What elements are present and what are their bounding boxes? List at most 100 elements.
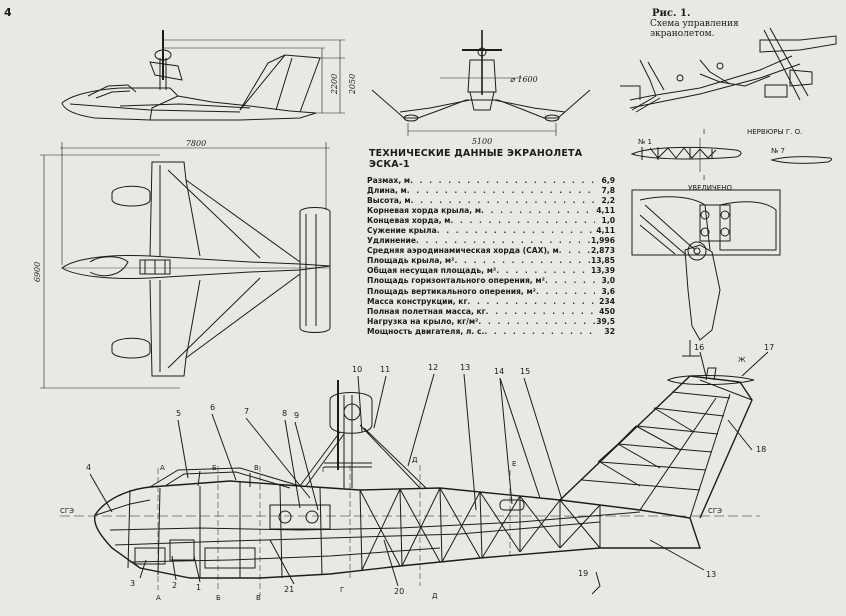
rib-roman-top: I — [703, 128, 705, 136]
callout-11: 11 — [380, 365, 390, 374]
spec-label: Концевая хорда, м — [367, 216, 451, 226]
callout-13-bottom: 13 — [706, 570, 716, 579]
rib-no-1: № 1 — [638, 138, 652, 146]
front-view — [371, 30, 591, 136]
spec-row: Площадь крыла, м² 13,85 — [367, 256, 615, 266]
spec-row: Мощность двигателя, л. с. 32 — [367, 327, 615, 337]
callout-21: 21 — [284, 585, 294, 594]
spec-label: Высота, м — [367, 196, 411, 206]
callout-9: 9 — [294, 411, 299, 420]
dim-front-width: 5100 — [472, 137, 492, 146]
spec-value: 450 — [599, 306, 615, 316]
spec-label: Сужение крыла — [367, 226, 437, 236]
section-a-top: А — [160, 464, 165, 472]
callout-20: 20 — [394, 587, 404, 596]
spec-value: 39,5 — [596, 316, 615, 326]
sge-label-left: СГЭ — [60, 507, 74, 515]
callout-17: 17 — [764, 343, 774, 352]
section-e-top: Е — [512, 460, 516, 468]
dim-top-length: 7800 — [186, 139, 206, 148]
spec-value: 4,11 — [596, 206, 615, 216]
callout-14: 14 — [494, 367, 504, 376]
spec-value: 7,8 — [601, 186, 615, 196]
callout-4: 4 — [86, 463, 91, 472]
top-view — [40, 142, 331, 389]
dim-side-height-1: 2200 — [330, 74, 339, 95]
dim-side-height-2: 2050 — [348, 74, 357, 95]
spec-label: Площадь горизонтального оперения, м² — [367, 276, 545, 286]
callout-6: 6 — [210, 403, 215, 412]
rib-no-7: № 7 — [771, 147, 785, 155]
spec-value: 3,6 — [601, 286, 615, 296]
callout-10: 10 — [352, 365, 362, 374]
callout-19: 19 — [578, 569, 588, 578]
section-b-top: Б — [212, 464, 217, 472]
spec-label: Масса конструкции, кг — [367, 296, 468, 306]
spec-label: Площадь вертикального оперения, м² — [367, 286, 536, 296]
side-view — [61, 30, 345, 121]
spec-row: Площадь вертикального оперения, м² 3,6 — [367, 287, 615, 297]
spec-label: Средняя аэродинамическая хорда (САХ), м — [367, 246, 559, 256]
ribs — [630, 138, 833, 172]
spec-value: 13,85 — [590, 256, 615, 266]
callout-2: 2 — [172, 581, 177, 590]
figure-caption-line2: экранолетом. — [650, 29, 715, 39]
control-scheme — [620, 27, 837, 113]
callout-3: 3 — [130, 579, 135, 588]
spec-row: Средняя аэродинамическая хорда (САХ), м 2… — [367, 246, 615, 256]
spec-label: Полная полетная масса, кг — [367, 306, 486, 316]
dim-top-span: 6900 — [33, 262, 42, 282]
spec-table-title: ТЕХНИЧЕСКИЕ ДАННЫЕ ЭКРАНОЛЕТА ЭСКА-1 — [369, 148, 583, 170]
spec-label: Площадь крыла, м² — [367, 256, 455, 266]
spec-row: Удлинение1,996 — [367, 236, 615, 246]
spec-value: 2,2 — [601, 196, 615, 206]
cutaway-view — [60, 351, 769, 596]
enlarged-detail — [631, 189, 781, 357]
ribs-header: НЕРВЮРЫ Г. О. — [747, 128, 802, 136]
spec-row: Длина, м 7,8 — [367, 186, 615, 196]
section-v-top: В — [254, 464, 259, 472]
spec-row: Масса конструкции, кг 234 — [367, 297, 615, 307]
section-v-bottom: В — [256, 594, 261, 602]
spec-row: Корневая хорда крыла, м4,11 — [367, 206, 615, 216]
spec-value: 2,873 — [590, 246, 615, 256]
spec-label: Нагрузка на крыло, кг/м² — [367, 316, 479, 326]
rib-roman-bottom: I — [703, 174, 705, 182]
spec-row: Размах, м6,9 — [367, 176, 615, 186]
spec-label: Мощность двигателя, л. с. — [367, 326, 485, 336]
spec-label: Общая несущая площадь, м² — [367, 266, 497, 276]
spec-row: Сужение крыла 4,11 — [367, 226, 615, 236]
spec-row: Нагрузка на крыло, кг/м² 39,5 — [367, 317, 615, 327]
spec-row: Площадь горизонтального оперения, м² 3,0 — [367, 276, 615, 286]
spec-value: 3,0 — [601, 276, 615, 286]
spec-row: Полная полетная масса, кг 450 — [367, 307, 615, 317]
callout-18: 18 — [756, 445, 766, 454]
section-d-top: Д — [412, 456, 418, 464]
callout-8: 8 — [282, 409, 287, 418]
callout-12: 12 — [428, 363, 438, 372]
dim-prop-diameter: ⌀ 1600 — [510, 75, 538, 84]
spec-value: 32 — [604, 326, 615, 336]
spec-table: ТЕХНИЧЕСКИЕ ДАННЫЕ ЭКРАНОЛЕТА ЭСКА-1 Раз… — [367, 148, 615, 337]
callout-7: 7 — [244, 407, 249, 416]
sge-label-right: СГЭ — [708, 507, 722, 515]
callout-13-top: 13 — [460, 363, 470, 372]
spec-label: Длина, м — [367, 186, 407, 196]
spec-label: Удлинение — [367, 236, 416, 246]
spec-row: Концевая хорда, м1,0 — [367, 216, 615, 226]
callout-1: 1 — [196, 583, 201, 592]
figure-caption-line1: Схема управления — [650, 19, 739, 29]
callout-16: 16 — [694, 343, 704, 352]
figure-title: Рис. 1. — [652, 8, 691, 19]
spec-value: 234 — [599, 296, 615, 306]
page-number: 4 — [4, 6, 12, 19]
spec-value: 13,39 — [590, 266, 615, 276]
spec-value: 4,11 — [596, 226, 615, 236]
section-g-bottom: Г — [340, 586, 344, 594]
callout-5: 5 — [176, 409, 181, 418]
section-g-top: Г — [322, 466, 326, 474]
section-zh: Ж — [738, 356, 746, 364]
